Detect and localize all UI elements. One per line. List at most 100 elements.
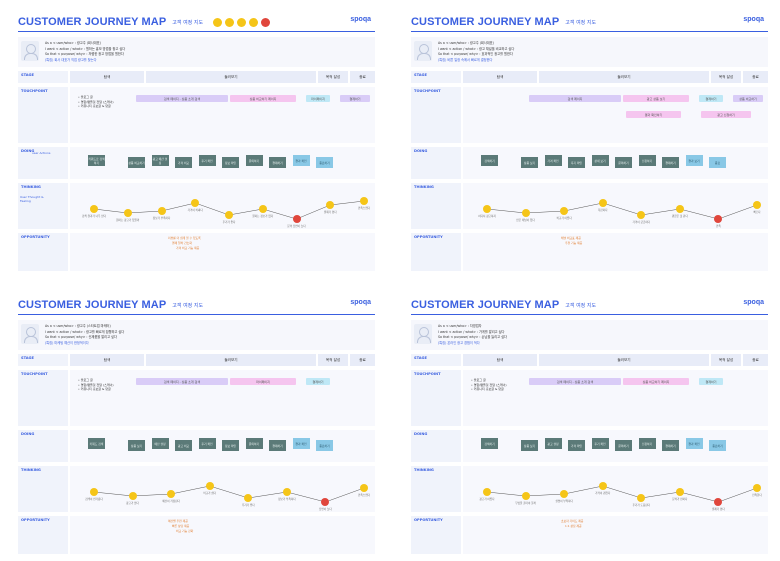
persona-line: I want < action / what> : 가게를 알리고 싶다 bbox=[438, 329, 505, 334]
thinking-note: 예산이 걱정된다 bbox=[162, 500, 180, 503]
thinking-note: 후기가 좋다 bbox=[241, 504, 255, 507]
doing-sublabel: user Actions bbox=[32, 151, 51, 155]
emotion-face-icon bbox=[675, 205, 684, 213]
opportunity-note: 비교 기능 강화 bbox=[176, 529, 194, 533]
thinking-note: 광고가 많다 bbox=[126, 502, 139, 505]
doing-step-box: 광고 예산 설정 bbox=[151, 155, 169, 166]
row-label-opportunity: OPPORTUNITY bbox=[411, 516, 461, 554]
doing-step-box: 결과 확인 bbox=[685, 438, 703, 449]
emotion-curve bbox=[93, 200, 365, 220]
doing-step-box: 키워드로 검색하기 bbox=[88, 155, 105, 166]
stage-header-cell: 둘러보기 bbox=[539, 71, 709, 83]
thinking-note: 많은 채널이 있다 bbox=[516, 219, 535, 222]
thinking-note: 만족 bbox=[716, 225, 721, 228]
persona-box: As a < user/who> : 광고주 (회사대표)I want < ac… bbox=[18, 37, 375, 67]
thinking-note: 가격이 궁금하다 bbox=[632, 221, 651, 224]
emotion-curve bbox=[486, 202, 758, 220]
row-label-doing: DOING bbox=[18, 430, 68, 462]
thinking-note: 검색이 번거롭다 bbox=[85, 498, 103, 501]
opportunity-note: 채널 비교표 제공 bbox=[561, 236, 581, 240]
stage-header-cell: 목적 달성 bbox=[318, 71, 348, 83]
touchpoint-bar: 결제하기 bbox=[699, 95, 723, 102]
row-label-thinking: THINKING bbox=[18, 183, 68, 229]
thinking-note: 답변이 늦다 bbox=[319, 508, 332, 511]
emotion-face-icon bbox=[237, 17, 247, 27]
doing-step-box: 문의하기 bbox=[245, 155, 263, 166]
emotion-face-icon bbox=[598, 482, 607, 490]
doing-step-box: 상품 비교하기 bbox=[128, 157, 145, 168]
row-label-thinking: THINKING bbox=[18, 466, 68, 512]
persona-line: As a < user/who> : 광고주 (회사대표) bbox=[438, 41, 494, 45]
persona-line: So that < purpose/ why> : 효과적인 광고를 원한다 bbox=[438, 52, 513, 56]
touchpoint-bar: 마이페이지 bbox=[230, 378, 296, 385]
emotion-face-icon bbox=[123, 209, 132, 217]
touchpoint-bullet: • 블로그 글 bbox=[78, 378, 93, 382]
emotion-face-icon bbox=[128, 492, 137, 500]
doing-step-box: 신청하기 bbox=[638, 155, 656, 166]
doing-step-box: 종료 bbox=[709, 157, 726, 168]
doing-step-box: 후기 확인 bbox=[568, 157, 585, 168]
emotion-face-icon bbox=[282, 488, 291, 496]
touchpoint-bar: 결제하기 bbox=[699, 378, 723, 385]
opportunity-note: 1:1 상담 제공 bbox=[565, 524, 582, 528]
row-background bbox=[70, 516, 375, 554]
doing-step-box: 종료하기 bbox=[316, 440, 333, 451]
row-label-doing: DOING bbox=[18, 147, 68, 179]
thinking-note: 결제가 쉽다 bbox=[712, 508, 725, 511]
persona-line: (특징) 회사 대표가 직접 광고를 찾는다 bbox=[45, 57, 97, 62]
thinking-note: 원하는 광고가 있을까 bbox=[116, 219, 140, 222]
persona-line: As a < user/who> : 광고주 (스타트업 마케터) bbox=[45, 324, 111, 328]
doing-step-box: 문의하기 bbox=[615, 157, 632, 168]
emotion-face-icon bbox=[244, 494, 253, 502]
panel-header: CUSTOMER JOURNEY MAP 고객 여정 지도 bbox=[411, 14, 596, 30]
opportunity-note: 빠른 상담 제공 bbox=[172, 524, 190, 528]
opportunity-note: 가격 비교 기능 제공 bbox=[176, 246, 200, 250]
doing-step-box: 상품 보기 bbox=[521, 440, 538, 451]
doing-step-box: 결과 확인 bbox=[292, 155, 310, 166]
touchpoint-bar: 결제하기 bbox=[340, 95, 370, 102]
emotion-face-icon bbox=[326, 201, 335, 209]
page-subtitle: 고객 여정 지도 bbox=[565, 19, 597, 26]
doing-step-box: 결과 확인 bbox=[292, 438, 310, 449]
emotion-face-icon bbox=[483, 488, 491, 496]
thinking-note: 만족한다 bbox=[752, 494, 762, 497]
page-title: CUSTOMER JOURNEY MAP bbox=[18, 299, 167, 311]
stage-header-cell: 둘러보기 bbox=[539, 354, 709, 366]
thinking-note: 비교가 어렵다 bbox=[556, 217, 572, 220]
row-background bbox=[70, 233, 375, 271]
stage-header-cell: 종료 bbox=[743, 354, 768, 366]
opportunity-note: 초보자 가이드 제공 bbox=[561, 519, 584, 523]
doing-step-box: 신청하기 bbox=[638, 438, 656, 449]
emotion-face-icon bbox=[637, 494, 646, 502]
stage-label: STAGE bbox=[411, 354, 461, 366]
emotion-face-icon bbox=[753, 201, 761, 209]
emotion-face-icon bbox=[675, 488, 684, 496]
stage-header-cell: 종료 bbox=[350, 71, 375, 83]
doing-step-box: 후기 확인 bbox=[198, 155, 216, 166]
emotion-face-icon bbox=[261, 17, 271, 27]
touchpoint-bullet: • 명함/팸플릿 전달 (스캐너) bbox=[78, 99, 114, 104]
emotion-face-icon bbox=[157, 207, 166, 215]
row-label-touchpoint: TOUCHPOINT bbox=[18, 370, 68, 426]
emotion-face-icon bbox=[598, 199, 607, 207]
doing-step-box: 상품 보기 bbox=[128, 440, 145, 451]
emotion-face-icon bbox=[360, 484, 368, 492]
thinking-note: 원하는 정보가 없다 bbox=[252, 215, 274, 218]
touchpoint-bullet: • 커뮤니티 홍보글 & 댓글 bbox=[471, 387, 504, 391]
persona-line: I want < action / what> : 광고 채널을 비교하고 싶다 bbox=[438, 46, 515, 51]
thinking-note: 정보가 부족하다 bbox=[152, 217, 171, 220]
persona-line: So that < purpose/ why> : 신제품을 알리고 싶다 bbox=[45, 335, 117, 339]
doing-step-box: 정보 확인 bbox=[222, 157, 239, 168]
touchpoint-bar: 검색 페이지 bbox=[529, 95, 621, 102]
doing-step-box: 결과 보기 bbox=[685, 155, 703, 166]
persona-box: As a < user/who> : 광고주 (스타트업 마케터)I want … bbox=[18, 320, 375, 350]
emotion-face-icon bbox=[205, 482, 214, 490]
page-title: CUSTOMER JOURNEY MAP bbox=[411, 16, 560, 28]
touchpoint-bullet: • 블로그 글 bbox=[78, 95, 93, 99]
emotion-face-icon bbox=[90, 488, 98, 496]
